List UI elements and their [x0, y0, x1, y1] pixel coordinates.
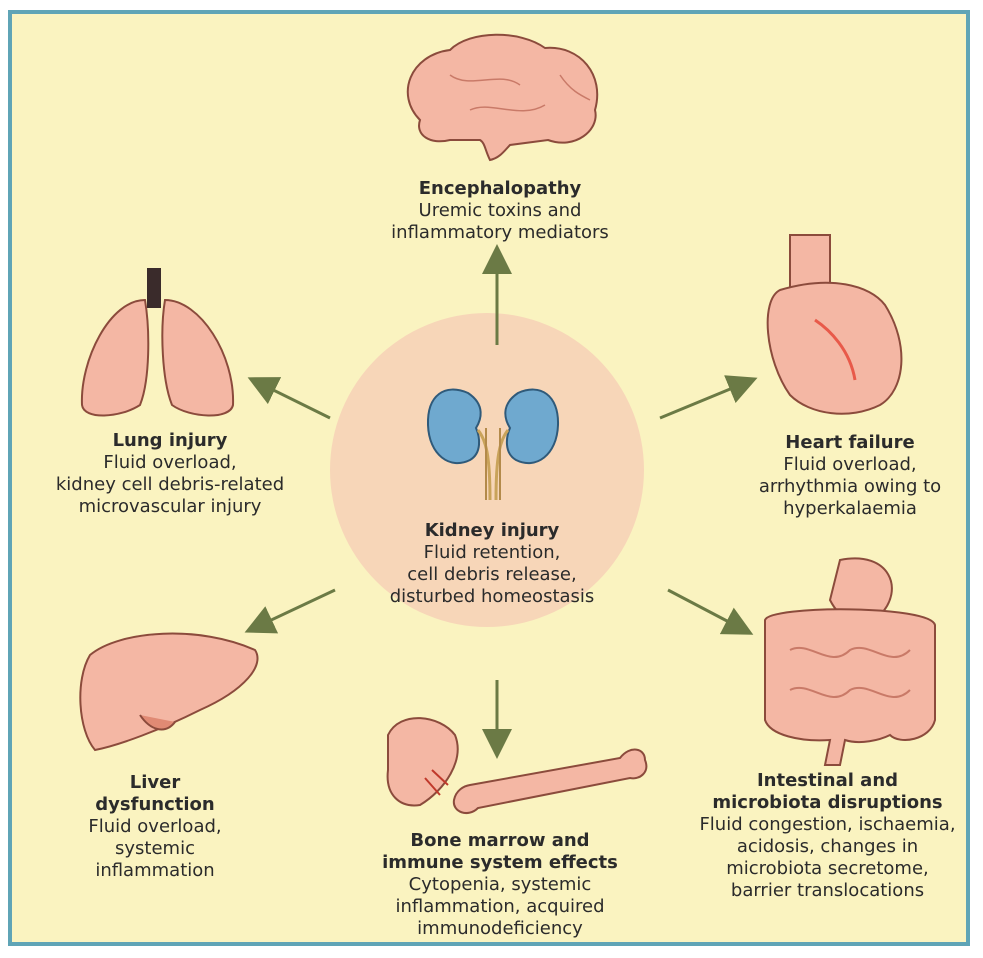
label-kidney-injury: Kidney injury Fluid retention, cell debr…	[367, 520, 617, 608]
liver-desc: Fluid overload, systemic inflammation	[55, 816, 255, 882]
kidney-desc: Fluid retention, cell debris release, di…	[367, 542, 617, 608]
heart-desc: Fluid overload, arrhythmia owing to hype…	[735, 454, 965, 520]
liver-icon	[80, 634, 257, 750]
heart-icon	[768, 235, 902, 414]
label-bone-marrow: Bone marrow and immune system effects Cy…	[355, 830, 645, 940]
arrow-to-intestine	[668, 590, 748, 632]
label-lung-injury: Lung injury Fluid overload, kidney cell …	[40, 430, 300, 518]
lung-desc: Fluid overload, kidney cell debris-relat…	[40, 452, 300, 518]
bone-title: Bone marrow and immune system effects	[355, 830, 645, 874]
lung-title: Lung injury	[40, 430, 300, 452]
arrow-to-liver	[250, 590, 335, 630]
brain-icon	[408, 35, 597, 160]
liver-title: Liver dysfunction	[55, 772, 255, 816]
arrow-to-lungs	[253, 380, 330, 418]
lungs-icon	[82, 268, 233, 416]
intestine-icon	[765, 558, 935, 765]
arrow-to-heart	[660, 380, 752, 418]
encephalopathy-title: Encephalopathy	[360, 178, 640, 200]
encephalopathy-desc: Uremic toxins and inflammatory mediators	[360, 200, 640, 244]
label-intestinal: Intestinal and microbiota disruptions Fl…	[685, 770, 970, 902]
kidney-title: Kidney injury	[367, 520, 617, 542]
label-heart-failure: Heart failure Fluid overload, arrhythmia…	[735, 432, 965, 520]
bone-desc: Cytopenia, systemic inflammation, acquir…	[355, 874, 645, 940]
label-encephalopathy: Encephalopathy Uremic toxins and inflamm…	[360, 178, 640, 244]
intestine-desc: Fluid congestion, ischaemia, acidosis, c…	[685, 814, 970, 902]
heart-title: Heart failure	[735, 432, 965, 454]
intestine-title: Intestinal and microbiota disruptions	[685, 770, 970, 814]
bone-icon	[388, 718, 647, 813]
label-liver: Liver dysfunction Fluid overload, system…	[55, 772, 255, 882]
